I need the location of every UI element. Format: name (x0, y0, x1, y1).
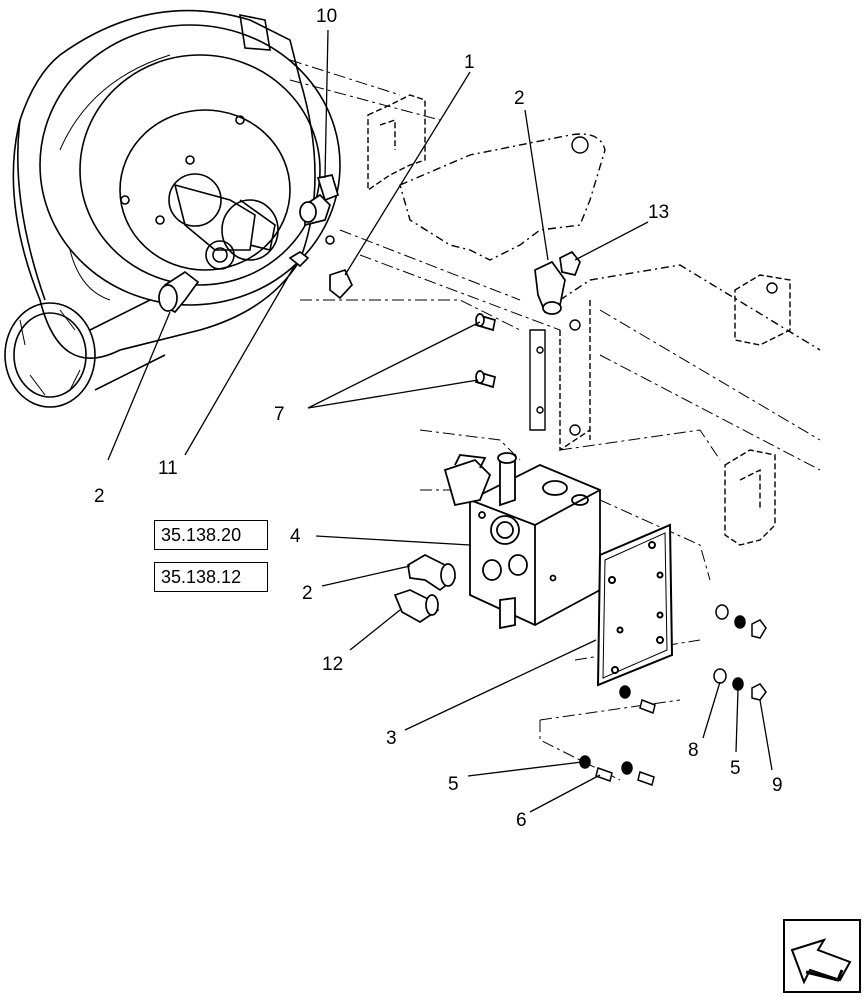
leader-lines (107, 29, 773, 813)
callout-9[interactable]: 9 (772, 775, 783, 796)
callout-6[interactable]: 6 (516, 810, 527, 831)
frame-structure (289, 59, 821, 781)
callout-10[interactable]: 10 (316, 6, 337, 27)
callout-8[interactable]: 8 (688, 740, 699, 761)
valve-block (443, 452, 601, 630)
callout-12[interactable]: 12 (322, 654, 343, 675)
callout-7[interactable]: 7 (274, 404, 285, 425)
callout-11[interactable]: 11 (158, 458, 178, 479)
callout-5-right[interactable]: 5 (730, 758, 741, 779)
callout-2-left[interactable]: 2 (94, 486, 105, 507)
callout-1[interactable]: 1 (464, 52, 475, 73)
blower-housing (4, 9, 341, 408)
callout-2-valve[interactable]: 2 (302, 583, 313, 604)
callout-2-top[interactable]: 2 (514, 88, 525, 109)
callout-labels: 10 1 2 13 7 2 11 4 2 12 3 8 5 9 5 6 (94, 6, 783, 831)
callout-13[interactable]: 13 (648, 202, 669, 223)
gasket-plate (596, 523, 674, 687)
callout-3[interactable]: 3 (386, 728, 397, 749)
callout-5-left[interactable]: 5 (448, 774, 459, 795)
fastener-hardware (579, 604, 767, 786)
previous-page-arrow-icon[interactable] (783, 919, 861, 993)
fittings (158, 174, 581, 623)
reference-box-35-138-12[interactable]: 35.138.12 (154, 562, 268, 592)
callout-4[interactable]: 4 (290, 526, 301, 547)
reference-box-35-138-20[interactable]: 35.138.20 (154, 520, 268, 550)
